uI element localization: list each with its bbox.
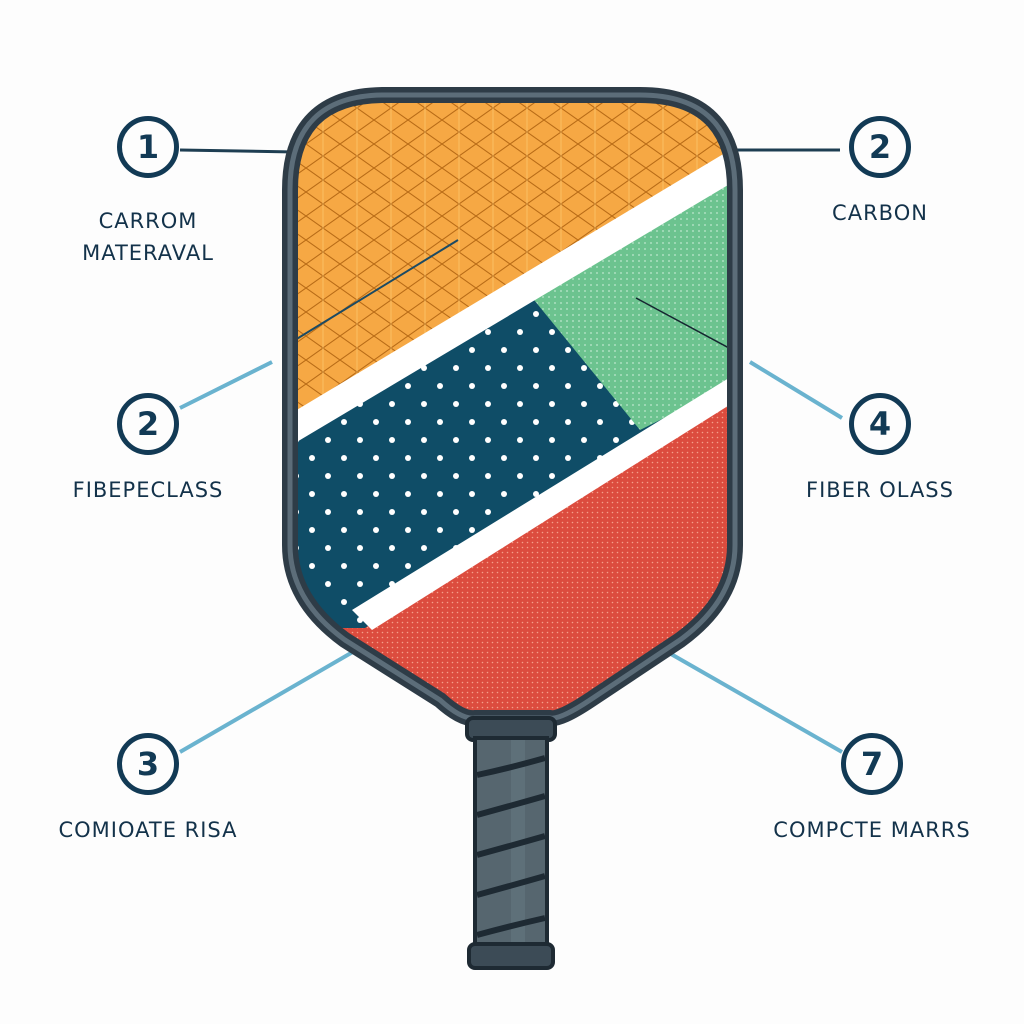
inner-pointer-right [635, 297, 735, 356]
leader-lines [178, 148, 844, 754]
lower-white-stripe [352, 365, 735, 630]
callout-label: CARROM MATERAVAL [82, 209, 214, 265]
callout-1: 1 CARROM MATERAVAL [18, 116, 278, 269]
number-badge: 4 [849, 393, 911, 455]
leader-line-3 [178, 640, 372, 754]
handle-butt-cap [467, 942, 555, 970]
green-region [530, 165, 735, 430]
leader-line-2-left [179, 360, 273, 410]
handle [465, 716, 557, 970]
callout-4: 4 FIBER OLASS [750, 393, 1010, 507]
leader-line-7 [649, 640, 843, 754]
number-badge: 1 [117, 116, 179, 178]
number-badge: 2 [849, 116, 911, 178]
grip-wrap-lines [476, 755, 546, 938]
callout-label: CARBON [832, 201, 928, 225]
callout-2-left: 2 FIBEPECLASS [18, 393, 278, 507]
callout-7: 7 COMPCTE MARRS [742, 733, 1002, 847]
callout-3: 3 COMIOATE RISA [18, 733, 278, 847]
upper-white-stripe [290, 138, 735, 452]
callout-label: FIBER OLASS [806, 478, 954, 502]
callout-label: COMPCTE MARRS [773, 818, 971, 842]
leader-line-4 [748, 360, 844, 420]
callout-2-right: 2 CARBON [750, 116, 1010, 230]
orange-textured-region [290, 95, 735, 430]
callout-label: FIBEPECLASS [72, 478, 224, 502]
number-badge: 3 [117, 733, 179, 795]
inner-pointer-left [290, 239, 459, 349]
number-badge: 2 [117, 393, 179, 455]
paddle-face [290, 95, 735, 719]
leader-line-1 [179, 148, 296, 154]
edge-guard-highlight [287, 92, 738, 721]
number-badge: 7 [841, 733, 903, 795]
callout-label: COMIOATE RISA [58, 818, 238, 842]
